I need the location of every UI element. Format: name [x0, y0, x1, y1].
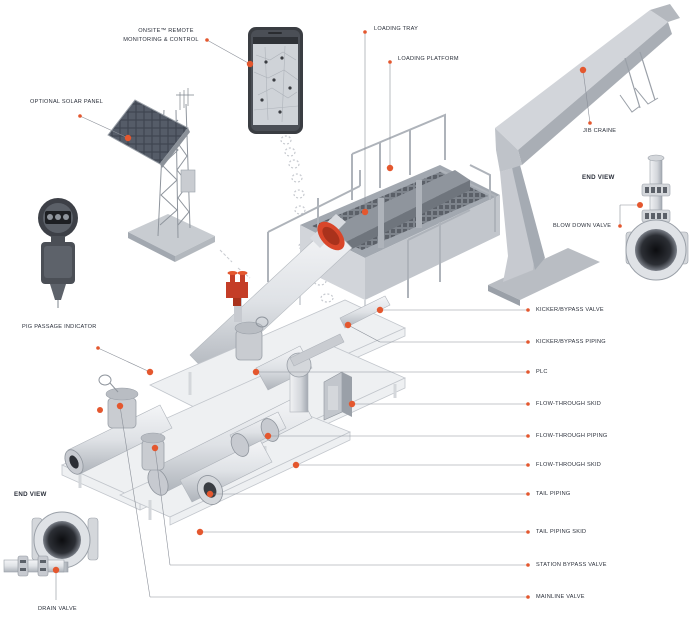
loading-tray — [325, 170, 470, 255]
jib-crane-icon — [488, 4, 680, 306]
launcher-barrel — [189, 214, 353, 379]
end-view-blow-down — [625, 154, 689, 281]
pig-passage-indicator-icon — [38, 198, 78, 308]
label-tail-piping: TAIL PIPING — [536, 491, 571, 497]
label-end-view-top: END VIEW — [582, 174, 615, 181]
label-loading-tray: LOADING TRAY — [374, 26, 419, 32]
label-plc: PLC — [536, 369, 548, 375]
label-blow-down-valve: BLOW DOWN VALVE — [553, 223, 612, 229]
label-station-bypass-valve: STATION BYPASS VALVE — [536, 562, 607, 568]
label-flow-through-piping: FLOW-THROUGH PIPING — [536, 433, 608, 439]
label-jib-craine: JIB CRAINE — [583, 128, 617, 134]
label-onsite-remote-2: MONITORING & CONTROL — [123, 37, 199, 43]
piping — [64, 295, 391, 505]
leader-lines — [55, 32, 640, 600]
smartphone-icon — [248, 27, 303, 134]
label-pig-passage-indicator: PIG PASSAGE INDICATOR — [22, 324, 97, 330]
red-valve-cluster-icon — [226, 271, 248, 306]
wireless-signal-chain — [280, 135, 306, 215]
label-kicker-bypass-piping: KICKER/BYPASS PIPING — [536, 339, 606, 345]
label-flow-through-skid-2: FLOW-THROUGH SKID — [536, 462, 602, 468]
label-flow-through-skid-1: FLOW-THROUGH SKID — [536, 401, 602, 407]
label-drain-valve: DRAIN VALVE — [38, 606, 77, 612]
end-view-drain — [3, 511, 99, 577]
label-onsite-remote-1: ONSITE™ REMOTE — [138, 28, 194, 34]
label-tail-piping-skid: TAIL PIPING SKID — [536, 529, 587, 535]
label-mainline-valve: MAINLINE VALVE — [536, 594, 585, 600]
label-end-view-bottom: END VIEW — [14, 491, 47, 498]
label-optional-solar-panel: OPTIONAL SOLAR PANEL — [30, 99, 104, 105]
valve-icon — [98, 316, 269, 471]
callout-dots — [52, 30, 643, 599]
solar-panel-icon — [107, 88, 215, 262]
label-kicker-bypass-valve: KICKER/BYPASS VALVE — [536, 307, 604, 313]
label-loading-platform: LOADING PLATFORM — [398, 56, 459, 62]
